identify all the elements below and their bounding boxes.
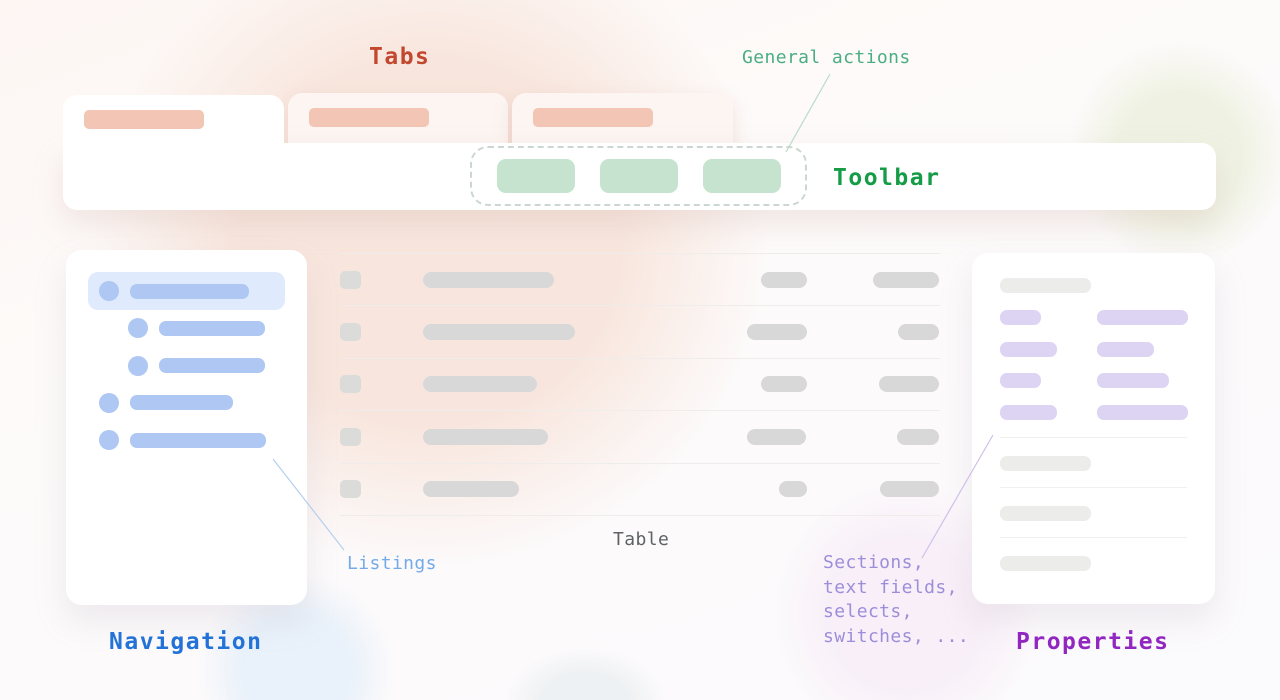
table-row-1[interactable] xyxy=(340,254,940,307)
row-checkbox[interactable] xyxy=(340,427,361,446)
tab-3-title-placeholder xyxy=(533,108,653,127)
row-checkbox[interactable] xyxy=(340,375,361,394)
row-col3-placeholder xyxy=(779,481,807,498)
nav-item-label-placeholder xyxy=(159,320,265,336)
row-col3-placeholder xyxy=(761,271,807,288)
nav-item-1[interactable] xyxy=(99,272,249,310)
nav-item-icon xyxy=(128,318,148,339)
nav-item-label-placeholder xyxy=(130,283,249,299)
properties-note-label: Sections, text fields, selects, switches… xyxy=(823,552,970,647)
row-col3-placeholder xyxy=(761,376,807,393)
toolbar-button-3[interactable] xyxy=(703,159,781,193)
row-col4-placeholder xyxy=(897,428,939,445)
toolbar-button-2[interactable] xyxy=(600,159,678,193)
row-name-placeholder xyxy=(423,428,548,445)
row-col4-placeholder xyxy=(873,271,939,288)
nav-item-3[interactable] xyxy=(128,347,265,385)
row-checkbox[interactable] xyxy=(340,270,361,289)
nav-item-icon xyxy=(128,355,148,376)
navigation-label: Navigation xyxy=(109,629,263,655)
property-field-value-1[interactable] xyxy=(1097,310,1188,325)
property-field-value-3[interactable] xyxy=(1097,373,1169,389)
row-col3-placeholder xyxy=(747,428,806,445)
property-field-label-2 xyxy=(1000,341,1057,357)
table-row-2[interactable] xyxy=(340,306,940,359)
property-field-label-1 xyxy=(1000,310,1041,325)
properties-section-placeholder-3[interactable] xyxy=(1000,556,1091,571)
nav-item-icon xyxy=(99,430,119,451)
table-region xyxy=(340,253,940,516)
properties-label: Properties xyxy=(1016,629,1170,655)
properties-panel xyxy=(972,253,1215,604)
property-field-value-2[interactable] xyxy=(1097,341,1154,357)
properties-title-placeholder xyxy=(1000,278,1091,293)
row-col3-placeholder xyxy=(747,324,807,341)
row-checkbox[interactable] xyxy=(340,323,361,342)
row-col4-placeholder xyxy=(880,481,939,498)
nav-item-2[interactable] xyxy=(128,309,265,347)
tab-2-title-placeholder xyxy=(309,108,429,127)
toolbar-general-actions-group xyxy=(470,146,807,206)
navigation-panel xyxy=(66,250,307,605)
row-checkbox[interactable] xyxy=(340,480,361,499)
nav-item-5[interactable] xyxy=(99,421,266,459)
property-field-label-3 xyxy=(1000,373,1041,389)
row-name-placeholder xyxy=(423,481,519,498)
row-col4-placeholder xyxy=(879,376,939,393)
table-label: Table xyxy=(613,529,670,550)
row-name-placeholder xyxy=(423,271,554,288)
table-row-5[interactable] xyxy=(340,464,940,516)
row-name-placeholder xyxy=(423,324,575,341)
table-row-4[interactable] xyxy=(340,411,940,464)
property-field-label-4 xyxy=(1000,405,1057,421)
property-field-value-4[interactable] xyxy=(1097,405,1188,421)
background-blob-slate xyxy=(505,648,665,700)
tab-1-title-placeholder xyxy=(84,110,204,129)
nav-item-icon xyxy=(99,281,119,301)
nav-item-label-placeholder xyxy=(130,432,266,448)
tabs-label: Tabs xyxy=(369,44,431,70)
toolbar-button-1[interactable] xyxy=(497,159,575,193)
listings-label: Listings xyxy=(347,553,437,574)
properties-section-divider xyxy=(1000,437,1187,438)
properties-section-placeholder-1[interactable] xyxy=(1000,456,1091,471)
toolbar-label: Toolbar xyxy=(833,165,941,191)
nav-item-label-placeholder xyxy=(159,358,265,374)
properties-section-divider xyxy=(1000,487,1187,488)
row-name-placeholder xyxy=(423,376,537,393)
nav-item-4[interactable] xyxy=(99,384,233,422)
properties-section-divider xyxy=(1000,537,1187,538)
properties-section-placeholder-2[interactable] xyxy=(1000,506,1091,521)
nav-item-icon xyxy=(99,392,119,413)
table-row-3[interactable] xyxy=(340,359,940,412)
tab-1-active[interactable] xyxy=(63,95,284,157)
general-actions-label: General actions xyxy=(742,47,911,68)
nav-item-label-placeholder xyxy=(130,395,233,411)
row-col4-placeholder xyxy=(898,324,939,341)
